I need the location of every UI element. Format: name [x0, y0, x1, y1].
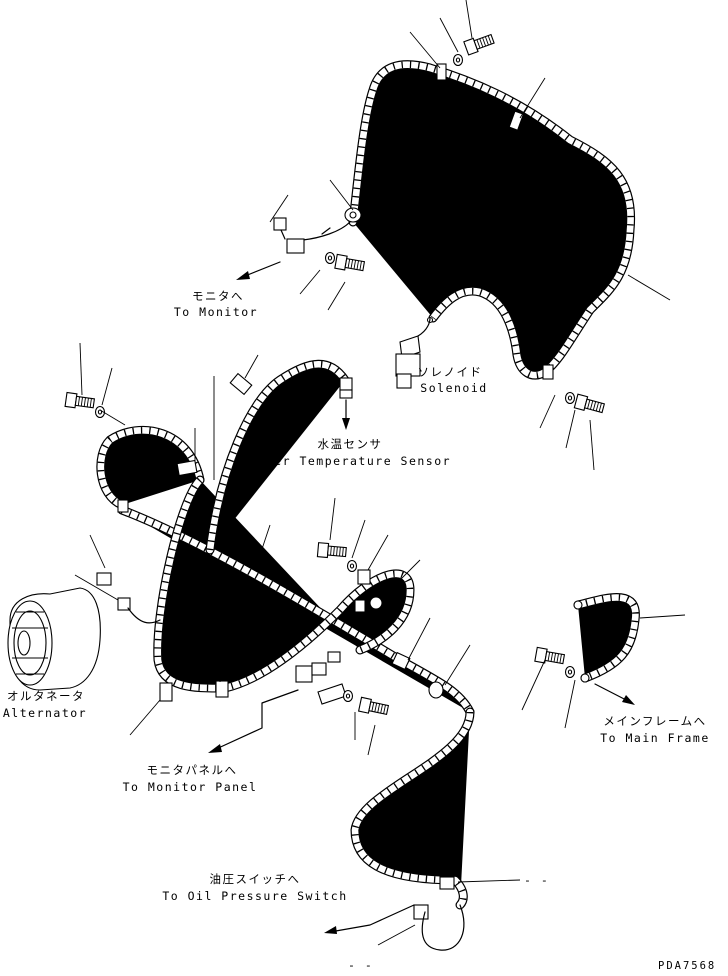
main-frame-lead: [573, 598, 635, 683]
lower-harness-clips: [117, 459, 455, 890]
solenoid-label-jp: ソレノイド: [417, 365, 483, 379]
leader-lines: [74, 0, 686, 946]
solenoid-part: [395, 317, 431, 389]
upper-loop-clips: [344, 63, 554, 380]
to-oil-pressure-switch-label-jp: 油圧スイッチへ: [209, 872, 301, 886]
direction-arrows: [208, 261, 635, 934]
to-monitor-label-jp: モニタへ: [192, 289, 244, 303]
to-oil-pressure-switch-label-en: To Oil Pressure Switch: [162, 889, 348, 903]
water-temp-sensor-label-en: Water Temperature Sensor: [248, 454, 452, 468]
water-temp-sensor-label-jp: 水温センサ: [317, 437, 383, 451]
alternator-label-jp: オルタネータ: [7, 689, 85, 703]
to-main-frame-label-jp: メインフレームへ: [603, 714, 707, 728]
drawing-number: PDA7568: [658, 960, 717, 972]
to-monitor-panel-label-jp: モニタパネルへ: [146, 763, 238, 777]
alternator-label-en: Alternator: [2, 706, 88, 720]
lower-harness: [101, 364, 470, 905]
upper-harness-loop: [353, 65, 631, 375]
lower-connectors: [229, 372, 465, 951]
monitor-connector: [273, 217, 351, 254]
to-monitor-panel-label-en: To Monitor Panel: [122, 780, 258, 794]
alternator-part: [7, 572, 161, 691]
to-main-frame-label-en: To Main Frame: [600, 731, 710, 745]
solenoid-label-en: Solenoid: [420, 381, 488, 395]
to-monitor-label-en: To Monitor: [173, 305, 259, 319]
callout-mark-a: - -: [524, 873, 550, 887]
callout-mark-b: - -: [348, 958, 374, 972]
